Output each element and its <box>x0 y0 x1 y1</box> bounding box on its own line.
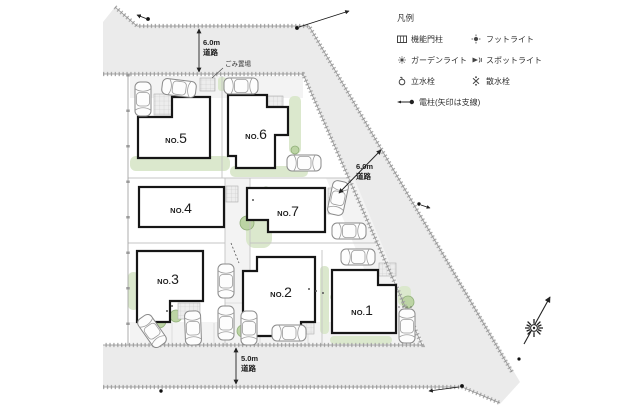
utility-poles <box>136 10 521 393</box>
lot-no1-label: NO.1 <box>351 302 373 318</box>
legend-title: 凡例 <box>397 13 415 23</box>
car <box>271 324 307 342</box>
road-labels: 6.0m 道路 6.0m 道路 5.0m 道路 <box>203 38 373 373</box>
lot-no6-label: NO.6 <box>245 126 267 142</box>
top-road-word: 道路 <box>203 47 218 57</box>
north-compass-icon <box>523 296 551 345</box>
lot-no7-label: NO.7 <box>277 203 299 219</box>
lot-no5-label: NO.5 <box>165 130 187 146</box>
car <box>286 154 322 172</box>
utility-pole-icon <box>396 96 416 108</box>
car <box>398 308 416 344</box>
right-road-arrow <box>338 149 382 194</box>
lot-no2-building <box>241 255 317 338</box>
utility-pole <box>159 389 163 393</box>
car <box>331 222 367 240</box>
legend-item-label: 電柱(矢印は支線) <box>419 97 481 107</box>
utility-pole <box>417 202 431 209</box>
utility-pole <box>136 14 150 21</box>
house-labels: NO.5 NO.6 NO.4 NO.7 NO.3 NO.2 NO.1 <box>157 126 373 318</box>
utility-pole <box>517 357 521 361</box>
lot-no2-label: NO.2 <box>270 284 292 300</box>
lot-no6-building <box>226 93 290 170</box>
approach-paths <box>230 242 412 308</box>
lot-no5-building <box>136 95 212 160</box>
legend-item-label: スポットライト <box>486 55 542 65</box>
sprinkler-icon <box>470 75 482 87</box>
lot-no1-building <box>330 268 398 335</box>
bottom-road-word: 道路 <box>241 363 256 373</box>
spot-light-icon <box>470 54 482 66</box>
legend-item-label: 立水栓 <box>411 76 435 86</box>
legend-item-label: 機能門柱 <box>411 34 443 44</box>
utility-pole <box>428 384 464 393</box>
right-road-word: 道路 <box>356 171 371 181</box>
standpipe-icon <box>396 75 408 87</box>
foot-light-icon <box>470 33 482 45</box>
right-road-size: 6.0m <box>356 162 373 171</box>
road-surface <box>103 7 520 404</box>
utility-pole <box>295 10 350 30</box>
car <box>340 248 376 266</box>
car <box>183 310 203 346</box>
legend-item-label: 散水栓 <box>486 76 510 86</box>
road-dimensions <box>196 28 382 385</box>
lot-no7-building <box>245 186 327 234</box>
car <box>223 77 259 95</box>
car <box>240 310 258 346</box>
car <box>217 305 235 341</box>
bottom-road-size: 5.0m <box>241 354 258 363</box>
legend-item-label: フットライト <box>486 34 534 44</box>
garden-light-marks <box>166 199 324 312</box>
top-road-size: 6.0m <box>203 38 220 47</box>
lot-no3-label: NO.3 <box>157 271 179 287</box>
lot-no4-label: NO.4 <box>170 200 192 216</box>
car <box>160 77 198 99</box>
legend-panel: 凡例 機能門柱 フットライト ガーデンライト スポットライト 立水栓 散水栓 <box>396 12 606 108</box>
garbage-station: ごみ置場 <box>199 59 252 92</box>
garden-light-icon <box>396 54 408 66</box>
legend-item-label: ガーデンライト <box>411 55 467 65</box>
garbage-label: ごみ置場 <box>225 59 252 68</box>
car <box>134 81 152 117</box>
gate-post-icon <box>396 33 408 45</box>
houses <box>135 93 398 338</box>
lot-no4-building <box>137 185 226 229</box>
lot-no3-building <box>135 249 205 324</box>
car <box>217 263 235 299</box>
